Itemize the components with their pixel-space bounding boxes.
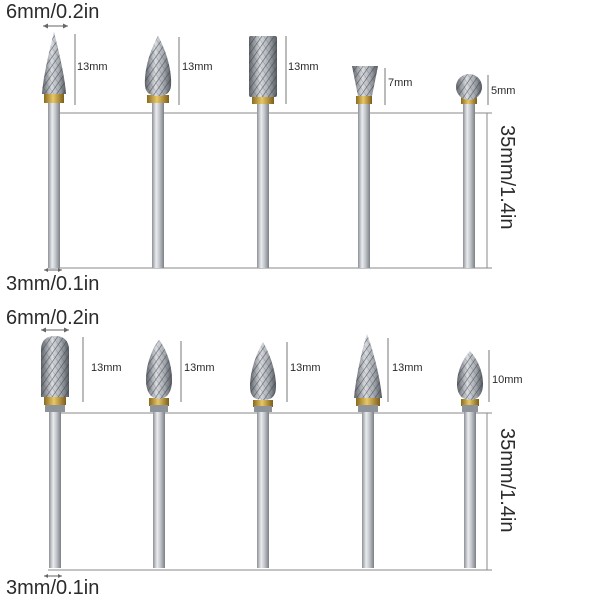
panel-1 [42,23,492,272]
burr-bit [42,32,76,268]
bit-length-label: 13mm [91,362,122,374]
shank-length-label: 35mm/1.4in [496,428,518,533]
bit-length-label: 13mm [290,362,321,374]
bit-length-label: 7mm [388,77,413,89]
bit-length-label: 13mm [182,61,213,73]
burr-bit [352,66,386,268]
bit-length-label: 13mm [77,61,108,73]
burr-bit [354,334,389,568]
bit-length-label: 13mm [184,362,215,374]
shank-width-label: 3mm/0.1in [6,577,100,599]
bit-length-label: 13mm [288,61,319,73]
burr-bit [456,74,489,268]
burr-bit [144,36,180,268]
bit-length-label: 5mm [491,85,516,97]
burr-bit [146,340,182,568]
bit-length-label: 13mm [392,362,423,374]
burr-bit [249,36,287,268]
panel-2 [41,327,492,578]
head-width-label: 6mm/0.2in [6,1,100,23]
burr-bit [250,342,288,568]
burr-bit [41,336,84,568]
shank-width-label: 3mm/0.1in [6,273,100,295]
shank-length-label: 35mm/1.4in [496,125,518,230]
burr-bit [457,350,490,568]
bit-length-label: 10mm [492,374,523,386]
head-width-label: 6mm/0.2in [6,307,100,329]
